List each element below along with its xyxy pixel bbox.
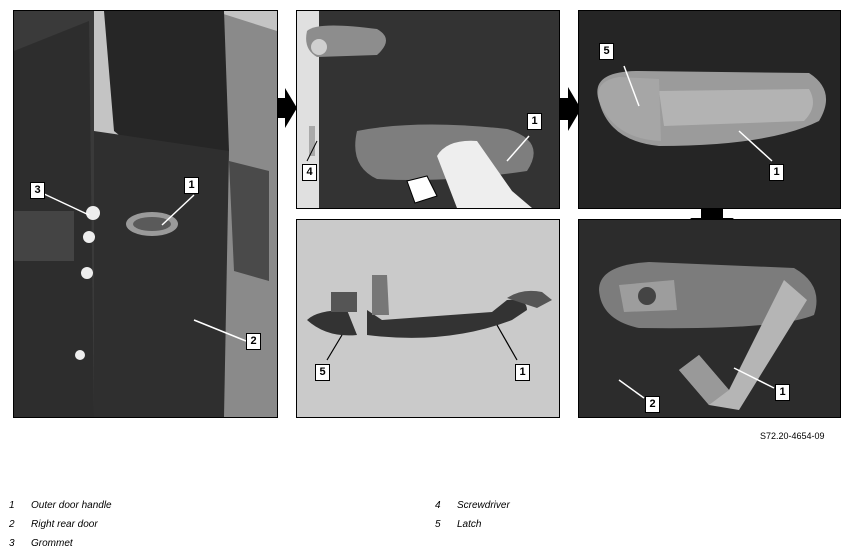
legend-item: 3 Grommet bbox=[9, 538, 309, 557]
legend-right: 4 Screwdriver 5 Latch bbox=[435, 500, 735, 538]
legend-number: 3 bbox=[9, 538, 15, 549]
callout-screwdriver: 4 bbox=[302, 164, 317, 181]
legend-number: 4 bbox=[435, 500, 441, 511]
legend-text: Right rear door bbox=[31, 519, 98, 530]
photo-panel-handle-latch: 5 1 bbox=[578, 10, 841, 209]
callout-grommet: 3 bbox=[30, 182, 45, 199]
callout-outer-door-handle: 1 bbox=[769, 164, 784, 181]
callout-right-rear-door: 2 bbox=[645, 396, 660, 413]
figure-id: S72.20-4654-09 bbox=[760, 431, 825, 441]
legend-text: Outer door handle bbox=[31, 500, 112, 511]
legend-item: 2 Right rear door bbox=[9, 519, 309, 538]
photo-panel-handle-out: 1 2 bbox=[578, 219, 841, 418]
legend-left: 1 Outer door handle 2 Right rear door 3 … bbox=[9, 500, 309, 557]
legend-text: Screwdriver bbox=[457, 500, 510, 511]
callout-outer-door-handle: 1 bbox=[515, 364, 530, 381]
legend-item: 1 Outer door handle bbox=[9, 500, 309, 519]
legend-number: 2 bbox=[9, 519, 15, 530]
callout-latch: 5 bbox=[599, 43, 614, 60]
legend-text: Grommet bbox=[31, 538, 73, 549]
arrow-right-icon bbox=[559, 87, 581, 131]
callout-right-rear-door: 2 bbox=[246, 333, 261, 350]
callout-outer-door-handle: 1 bbox=[527, 113, 542, 130]
legend-number: 5 bbox=[435, 519, 441, 530]
photo-panel-door: 1 3 2 bbox=[13, 10, 278, 418]
callout-outer-door-handle: 1 bbox=[184, 177, 199, 194]
photo-panel-handle-pull: 1 4 bbox=[296, 10, 560, 209]
arrow-right-icon bbox=[277, 88, 297, 128]
legend-text: Latch bbox=[457, 519, 482, 530]
callout-latch: 5 bbox=[315, 364, 330, 381]
legend-item: 5 Latch bbox=[435, 519, 735, 538]
legend-number: 1 bbox=[9, 500, 15, 511]
callout-outer-door-handle: 1 bbox=[775, 384, 790, 401]
legend-item: 4 Screwdriver bbox=[435, 500, 735, 519]
photo-panel-removed-parts: 5 1 bbox=[296, 219, 560, 418]
